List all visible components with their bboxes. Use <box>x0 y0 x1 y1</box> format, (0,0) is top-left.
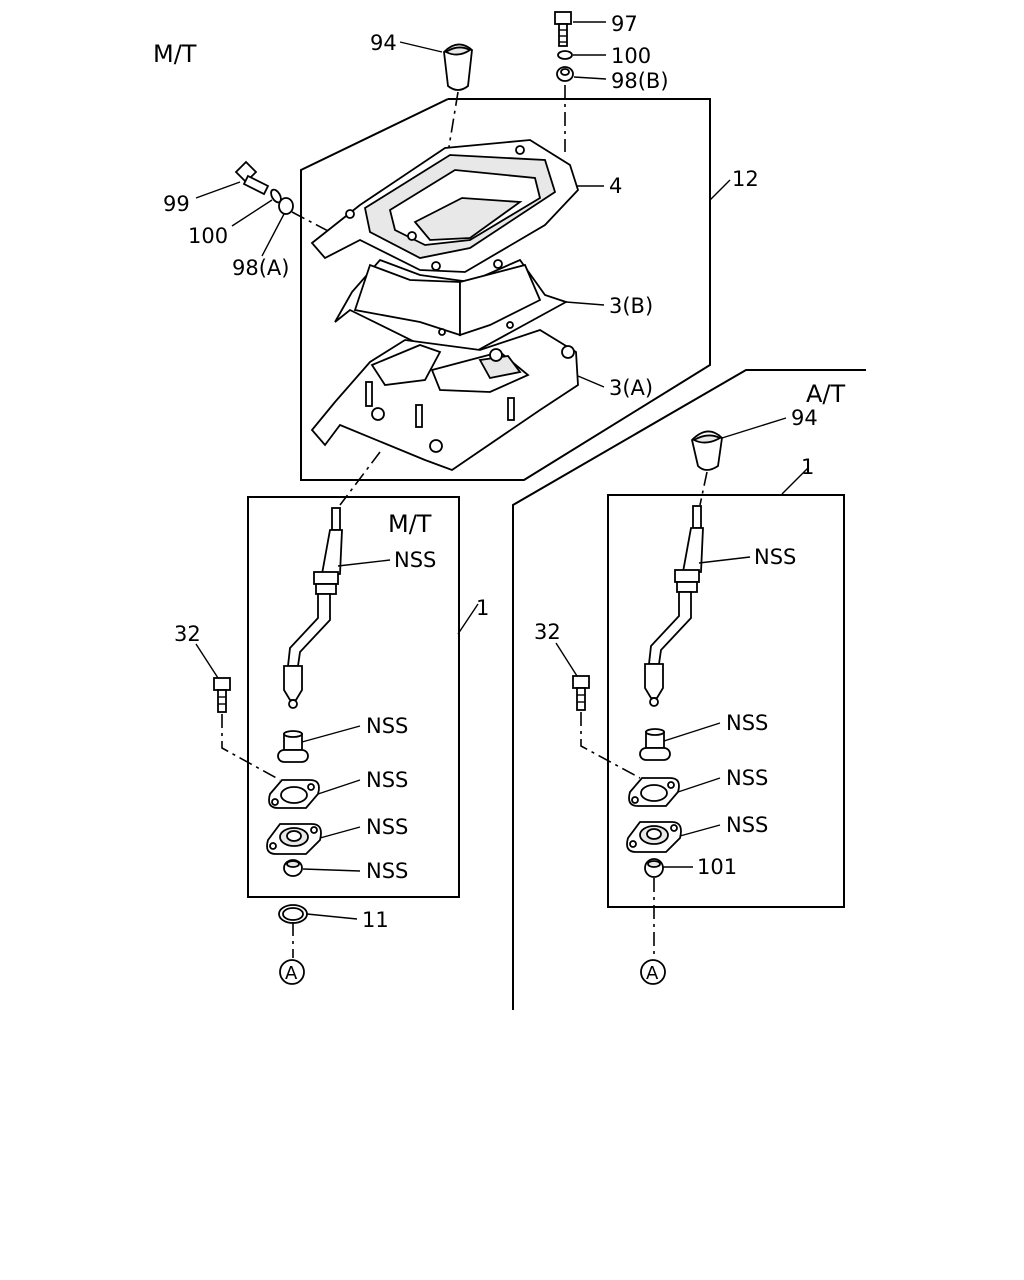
socket-mt <box>277 730 309 763</box>
o-ring-11 <box>278 904 308 924</box>
mt-lever-box <box>247 496 460 898</box>
bolt-97 <box>554 11 572 47</box>
socket-at <box>639 728 671 761</box>
label-12: 12 <box>732 167 759 191</box>
boot-3b <box>334 258 569 361</box>
label-nss-mt-plate-upper: NSS <box>366 768 408 792</box>
label-98b: 98(B) <box>611 69 669 93</box>
bolt-32-at <box>572 675 590 711</box>
label-nss-mt-plate-lower: NSS <box>366 815 408 839</box>
label-98a: 98(A) <box>232 256 289 280</box>
washer-100-top <box>557 50 573 60</box>
label-nss-mt-bushing: NSS <box>366 859 408 883</box>
bolt-99 <box>234 160 270 196</box>
label-100-top: 100 <box>611 44 651 68</box>
label-94-at: 94 <box>791 406 818 430</box>
plate-lower-mt <box>266 823 322 855</box>
ref-circle-a-mt: A <box>279 959 305 985</box>
label-nss-mt-socket: NSS <box>366 714 408 738</box>
label-11: 11 <box>362 908 389 932</box>
knob-at-axis <box>699 471 708 506</box>
plate-lower-at <box>626 821 682 853</box>
nut-101 <box>644 858 664 878</box>
label-1-mt: 1 <box>476 596 489 620</box>
shift-lever-mt <box>283 507 343 709</box>
label-4: 4 <box>609 174 622 198</box>
label-101: 101 <box>697 855 737 879</box>
shift-knob-mt <box>443 43 473 91</box>
bolt-32-mt <box>213 677 231 713</box>
label-32-at: 32 <box>534 620 561 644</box>
label-nss-mt-lever: NSS <box>394 548 436 572</box>
ref-circle-a-at: A <box>640 959 666 985</box>
at-divider-line <box>512 369 866 1010</box>
cover-4 <box>310 139 580 273</box>
svg-text:A: A <box>646 963 659 984</box>
label-3b: 3(B) <box>609 294 653 318</box>
assembly-12-outline <box>300 98 711 481</box>
label-32-mt: 32 <box>174 622 201 646</box>
bolt-32-mt-axis <box>221 714 281 781</box>
label-1-at: 1 <box>801 455 814 479</box>
label-nss-at-plate-upper: NSS <box>726 766 768 790</box>
nut-98a <box>278 197 294 215</box>
label-nss-at-plate-lower: NSS <box>726 813 768 837</box>
bolt-99-axis <box>291 211 331 233</box>
label-3a: 3(A) <box>609 376 653 400</box>
mt-section-title: M/T <box>153 40 197 68</box>
plate-upper-at <box>628 777 680 807</box>
at-lever-box <box>607 494 845 908</box>
mt-box-title: M/T <box>388 510 432 538</box>
label-99: 99 <box>163 192 190 216</box>
label-nss-at-socket: NSS <box>726 711 768 735</box>
shift-lever-at <box>644 505 704 707</box>
label-nss-at-lever: NSS <box>754 545 796 569</box>
label-94-mt: 94 <box>370 31 397 55</box>
shift-knob-at <box>691 430 723 471</box>
svg-text:A: A <box>285 963 298 984</box>
boot-3a <box>310 329 579 472</box>
bolt-32-at-axis <box>580 712 641 779</box>
label-100-left: 100 <box>188 224 228 248</box>
leader-lines <box>195 21 809 920</box>
plate-upper-mt <box>268 779 320 809</box>
at-section-title: A/T <box>806 380 846 408</box>
nut-98b <box>556 66 574 82</box>
label-97: 97 <box>611 12 638 36</box>
bushing-mt <box>283 859 303 877</box>
